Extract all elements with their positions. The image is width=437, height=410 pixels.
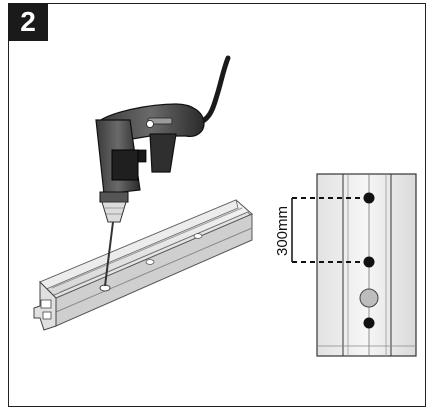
aluminium-rail — [33, 199, 253, 331]
step-number-badge: 2 — [8, 3, 48, 41]
rail-hole-detail — [316, 173, 417, 357]
drill-cord — [193, 55, 231, 127]
drill-icon — [95, 103, 205, 287]
dimension-lines — [291, 197, 362, 263]
dimension-label: 300mm — [274, 206, 291, 256]
